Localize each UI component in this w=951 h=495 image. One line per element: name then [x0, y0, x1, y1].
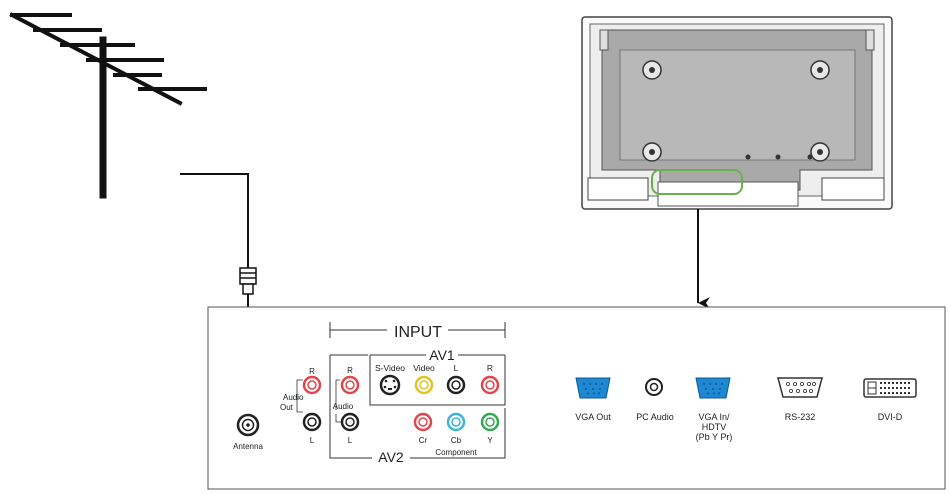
rs232-port-icon[interactable]	[777, 377, 823, 398]
audio-out-r-jack[interactable]	[302, 375, 322, 395]
audio-out-l-label: L	[310, 436, 315, 445]
audio-jack-icon[interactable]	[645, 378, 663, 396]
component-y-jack[interactable]	[480, 412, 500, 432]
video-jack[interactable]	[414, 375, 434, 395]
vga-in-label-3: (Pb Y Pr)	[696, 432, 733, 442]
connector-panel	[207, 306, 946, 490]
vga-in-label-2: HDTV	[702, 422, 727, 432]
component-cb-jack[interactable]	[446, 412, 466, 432]
audio-out-l-jack[interactable]	[302, 412, 322, 432]
antenna-label: Antenna	[233, 442, 263, 451]
audio-out-label-1: Audio	[283, 393, 304, 402]
audio-out-group: R Audio Out L	[280, 367, 322, 445]
svideo-label: S-Video	[375, 363, 405, 373]
vga-in-port-icon[interactable]	[695, 377, 731, 399]
av1-title: AV1	[429, 347, 455, 363]
connector-highlight	[651, 169, 743, 195]
dvid-label: DVI-D	[878, 412, 903, 422]
vga-in-label-1: VGA In/	[698, 412, 730, 422]
av2-audio-r-label: R	[347, 366, 353, 375]
component-cb-label: Cb	[451, 436, 462, 445]
tv-back-icon	[581, 16, 893, 210]
pc-audio-label: PC Audio	[636, 412, 674, 422]
vga-out-label: VGA Out	[575, 412, 611, 422]
cable-plug-icon	[239, 267, 257, 295]
av1-l-jack[interactable]	[446, 375, 466, 395]
component-label: Component	[435, 448, 477, 457]
component-y-label: Y	[487, 436, 493, 445]
input-title: INPUT	[394, 324, 442, 341]
audio-out-r-label: R	[309, 367, 315, 376]
av2-audio-group: R Audio L	[333, 366, 360, 445]
video-label: Video	[413, 363, 435, 373]
input-group: INPUT	[329, 322, 506, 341]
av2-title: AV2	[378, 449, 404, 465]
component-cr-jack[interactable]	[413, 412, 433, 432]
component-cr-label: Cr	[419, 436, 428, 445]
svideo-jack-icon[interactable]	[379, 374, 401, 396]
av1-l-label: L	[454, 363, 459, 373]
av2-audio-label: Audio	[333, 402, 354, 411]
av2-audio-r-jack[interactable]	[340, 375, 360, 395]
antenna-jack[interactable]: Antenna	[233, 413, 263, 451]
av2-audio-l-jack[interactable]	[340, 412, 360, 432]
dvi-port-icon[interactable]	[863, 378, 917, 398]
vga-port-icon[interactable]	[575, 377, 611, 399]
av2-group: AV2	[329, 354, 506, 465]
av1-r-jack[interactable]	[480, 375, 500, 395]
av1-group: AV1	[369, 347, 506, 406]
av1-r-label: R	[487, 363, 493, 373]
av2-audio-l-label: L	[348, 436, 353, 445]
antenna-icon	[9, 12, 207, 199]
audio-out-label-2: Out	[280, 403, 294, 412]
rs232-label: RS-232	[785, 412, 816, 422]
